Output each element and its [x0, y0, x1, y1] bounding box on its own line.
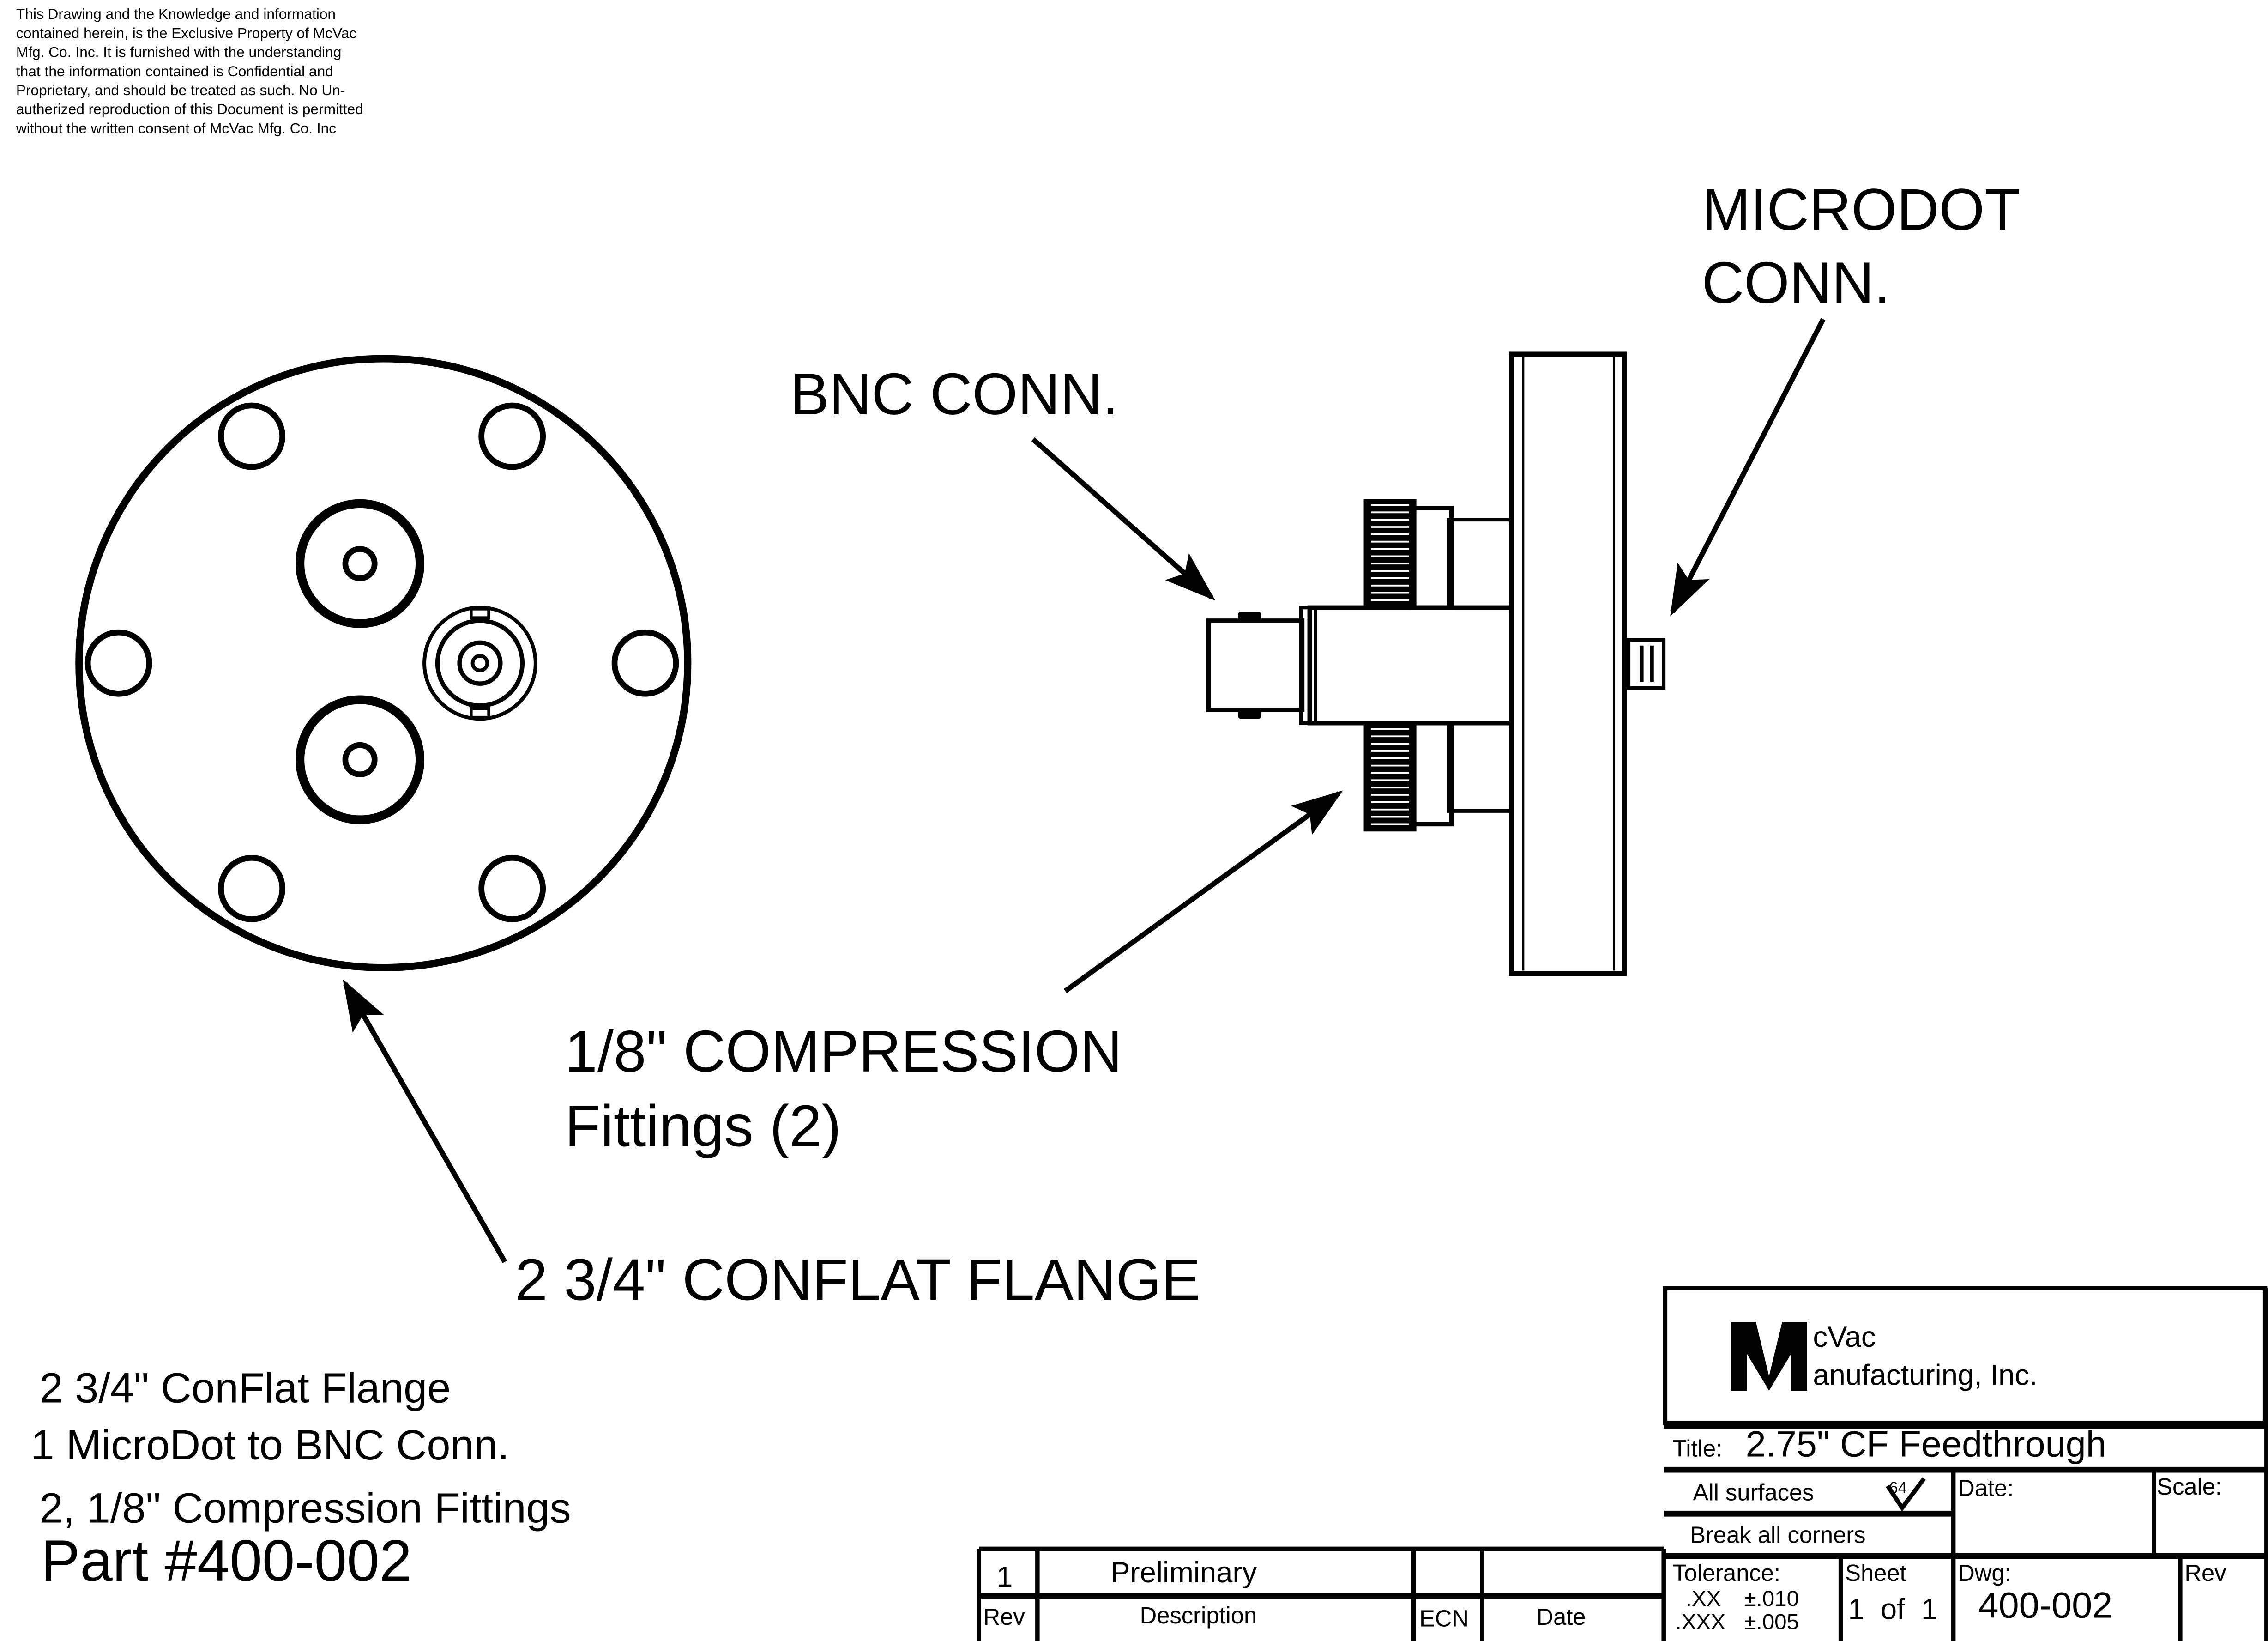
dwg-number: 400-002 [1978, 1584, 2113, 1625]
flange-side [1509, 351, 1627, 976]
bnc-body [1307, 605, 1514, 726]
notice-line: contained herein, is the Exclusive Prope… [16, 24, 356, 41]
tolerance-label: Tolerance: [1672, 1560, 1780, 1586]
part-number: Part #400-002 [41, 1528, 412, 1593]
notice-line: without the written consent of McVac Mfg… [16, 120, 336, 136]
compression-fitting-top [296, 499, 425, 628]
bolt-hole [611, 629, 679, 697]
compression-callout-arrow [1063, 790, 1343, 993]
parts-list: 2 3/4" ConFlat Flange 1 MicroDot to BNC … [31, 1364, 571, 1593]
flange-front-view [75, 355, 692, 971]
knurled-nut-top [1363, 499, 1417, 608]
column-header-date: Date [1536, 1604, 1586, 1630]
bolt-hole [218, 402, 285, 470]
scale-label: Scale: [2157, 1473, 2222, 1500]
confidentiality-notice: This Drawing and the Knowledge and infor… [16, 6, 363, 136]
feedthrough-side-view [1206, 351, 1666, 976]
microdot-callout-label: MICRODOT [1702, 177, 2021, 242]
date-label: Date: [1958, 1475, 2014, 1501]
title-label: Title: [1672, 1435, 1722, 1462]
drawing-title: 2.75" CF Feedthrough [1746, 1423, 2106, 1465]
column-header-rev: Rev [983, 1604, 1025, 1630]
revision-header-row: Rev Description ECN Date [983, 1602, 1586, 1631]
bolt-hole [478, 854, 546, 922]
title-block: cVac anufacturing, Inc. Title: 2.75" CF … [1663, 1286, 2268, 1641]
bnc-callout-arrow [1031, 437, 1216, 601]
knurled-nut-bottom [1363, 723, 1417, 832]
parts-list-item: 2, 1/8" Compression Fittings [40, 1484, 571, 1532]
compression-callout-label: Fittings (2) [565, 1093, 841, 1159]
flange-callout-arrow [343, 979, 507, 1263]
parts-list-item: 1 MicroDot to BNC Conn. [31, 1422, 510, 1469]
bnc-plug [1206, 618, 1305, 712]
notice-line: Mfg. Co. Inc. It is furnished with the u… [16, 44, 341, 61]
microdot-callout-label: CONN. [1702, 250, 1890, 315]
revision-description: Preliminary [1110, 1556, 1257, 1589]
sheet-value: 1 of 1 [1848, 1593, 1937, 1625]
rev-label: Rev [2184, 1560, 2226, 1586]
revision-table: 1 Preliminary Rev Description ECN Date [977, 1546, 1666, 1641]
tolerance-value: ±.010 [1744, 1587, 1799, 1611]
compression-fitting-bottom [296, 695, 425, 824]
bolt-hole [218, 854, 285, 922]
revision-row: 1 Preliminary [996, 1556, 1257, 1593]
surfaces-note: All surfaces [1693, 1479, 1814, 1506]
bnc-connector-front [422, 606, 537, 721]
microdot-connector [1627, 638, 1666, 690]
microdot-callout-arrow [1670, 318, 1826, 617]
surface-finish-check-icon [1886, 1477, 1926, 1512]
parts-list-item: 2 3/4" ConFlat Flange [40, 1364, 451, 1411]
flange-outline [75, 355, 692, 971]
logo-text-line2: anufacturing, Inc. [1813, 1359, 2037, 1391]
logo-text-line1: cVac [1813, 1321, 1876, 1353]
compression-fitting-bore [342, 546, 378, 581]
sheet-label: Sheet [1845, 1560, 1906, 1586]
column-header-ecn: ECN [1419, 1605, 1469, 1631]
notice-line: This Drawing and the Knowledge and infor… [16, 6, 336, 22]
notice-line: Proprietary, and should be treated as su… [16, 82, 345, 98]
notice-line: that the information contained is Confid… [16, 63, 333, 79]
flange-callout-label: 2 3/4" CONFLAT FLANGE [515, 1247, 1200, 1313]
compression-callout-label: 1/8" COMPRESSION [565, 1018, 1122, 1084]
break-corners-note: Break all corners [1690, 1522, 1865, 1548]
dwg-label: Dwg: [1958, 1560, 2011, 1586]
mcvac-logo: cVac anufacturing, Inc. [1731, 1321, 2038, 1391]
revision-rev: 1 [996, 1561, 1013, 1593]
column-header-description: Description [1140, 1602, 1257, 1629]
bnc-callout-label: BNC CONN. [790, 361, 1118, 427]
tolerance-precision: .XX [1686, 1587, 1721, 1611]
bolt-hole [478, 402, 546, 470]
logo-m-icon [1731, 1322, 1807, 1391]
tolerance-precision: .XXX [1676, 1610, 1725, 1635]
notice-line: autherized reproduction of this Document… [16, 101, 363, 117]
compression-fitting-bore [342, 742, 378, 777]
bolt-hole [84, 629, 152, 697]
tolerance-value: ±.005 [1744, 1610, 1799, 1635]
